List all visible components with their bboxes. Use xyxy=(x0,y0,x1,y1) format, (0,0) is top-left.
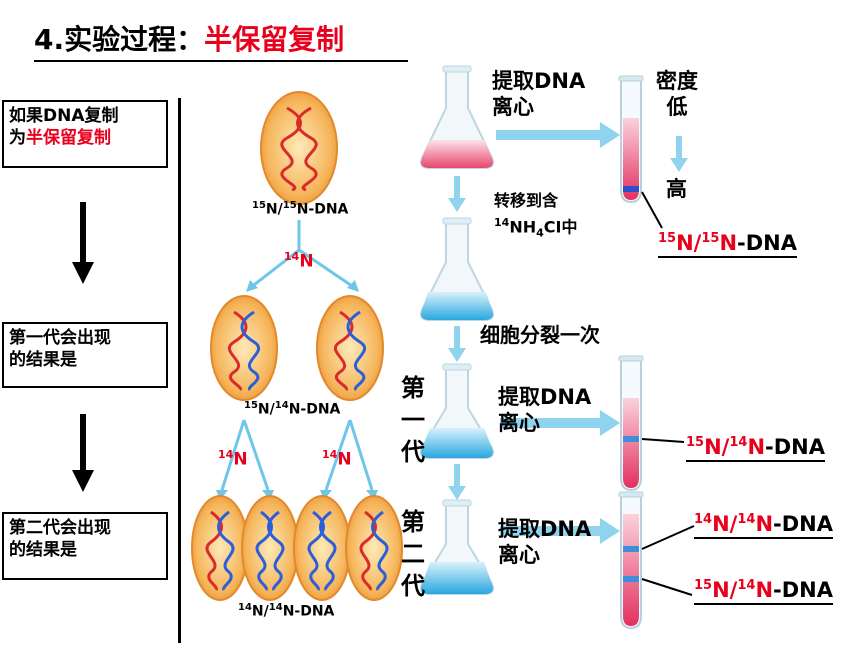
gen1-dna-label: 15N/14N-DNA xyxy=(244,400,341,418)
title-prefix: 4.实验过程： xyxy=(34,23,205,56)
gen1-cell-left xyxy=(210,295,278,401)
hypothesis-line2: 为半保留复制 xyxy=(9,128,111,148)
gen1-cell-right xyxy=(316,295,384,401)
gen2-question-box: 第二代会出现 的结果是 xyxy=(2,512,168,580)
divider-line xyxy=(178,98,181,643)
density-arrow xyxy=(670,136,688,172)
gen2-cell-2 xyxy=(241,495,299,601)
extract-arrows xyxy=(496,122,620,544)
gen2-question-line2: 的结果是 xyxy=(9,540,77,560)
flask-down-arrows xyxy=(448,176,466,500)
density-low-text: 密度低 xyxy=(656,69,698,119)
left-down-arrow-2 xyxy=(72,414,94,492)
split-arrows-gen1 xyxy=(220,419,374,491)
title-highlight: 半保留复制 xyxy=(204,23,345,56)
result-gen1: 15N/14N-DNA xyxy=(686,430,825,462)
title-underline xyxy=(34,60,408,62)
tube-parent xyxy=(618,75,644,204)
flask-gen2 xyxy=(420,499,494,595)
gen1-question-box: 第一代会出现 的结果是 xyxy=(2,322,168,388)
gen2-dna-label: 14N/14N-DNA xyxy=(238,602,335,620)
gen2-vertical-label: 第二代 xyxy=(401,508,425,600)
gen2-cell-1 xyxy=(191,495,249,601)
gen1-question-line2: 的结果是 xyxy=(9,350,77,370)
flask-transfer xyxy=(420,217,494,321)
split-arrows-parent xyxy=(249,220,356,290)
medium-label-left: 14N xyxy=(218,448,248,470)
result-gen2-top: 14N/14N-DNA xyxy=(694,507,833,539)
parent-cell xyxy=(260,91,338,205)
gen2-question-line1: 第二代会出现 xyxy=(9,518,111,538)
divide-once-text: 细胞分裂一次 xyxy=(480,323,600,347)
transfer-text: 转移到含 14NH4CI中 xyxy=(494,191,578,240)
result-parent: 15N/15N-DNA xyxy=(658,226,797,258)
hypothesis-line1: 如果DNA复制 xyxy=(9,106,119,126)
parent-dna-label: 15N/15N-DNA xyxy=(252,200,349,218)
medium-label-top: 14N xyxy=(284,250,314,272)
gen2-cell-3 xyxy=(293,495,351,601)
hypothesis-box: 如果DNA复制 为半保留复制 xyxy=(2,100,168,168)
flask-gen1 xyxy=(420,363,494,459)
tube-gen1 xyxy=(618,355,644,492)
result-gen2-bottom: 15N/14N-DNA xyxy=(694,573,833,605)
flask-parent xyxy=(420,65,494,169)
gen1-vertical-label: 第一代 xyxy=(401,374,425,466)
density-high-text: 高 xyxy=(666,177,687,201)
gen1-question-line1: 第一代会出现 xyxy=(9,328,111,348)
gen2-cell-4 xyxy=(345,495,403,601)
page-title: 4.实验过程：半保留复制 xyxy=(34,18,344,58)
pointer-lines xyxy=(641,191,695,596)
medium-label-right: 14N xyxy=(322,448,352,470)
tube-gen2 xyxy=(618,491,644,630)
left-down-arrow-1 xyxy=(72,202,94,284)
